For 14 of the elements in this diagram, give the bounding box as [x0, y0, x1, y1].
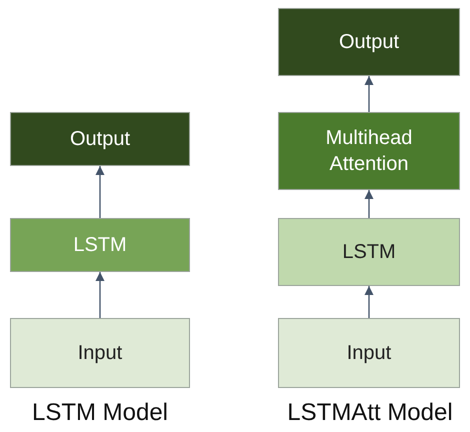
caption: LSTMAtt Model [286, 398, 454, 428]
process-box: Output [10, 112, 190, 166]
process-box: Input [10, 318, 190, 388]
process-box: Output [278, 8, 460, 76]
arrow [95, 166, 105, 218]
arrow [95, 272, 105, 318]
process-box: Input [278, 318, 460, 388]
caption: LSTM Model [30, 398, 170, 428]
process-box: LSTM [10, 218, 190, 272]
process-box: LSTM [278, 218, 460, 286]
arrow [364, 286, 374, 318]
process-box: Multihead Attention [278, 112, 460, 190]
arrow [364, 190, 374, 218]
arrow [364, 76, 374, 112]
